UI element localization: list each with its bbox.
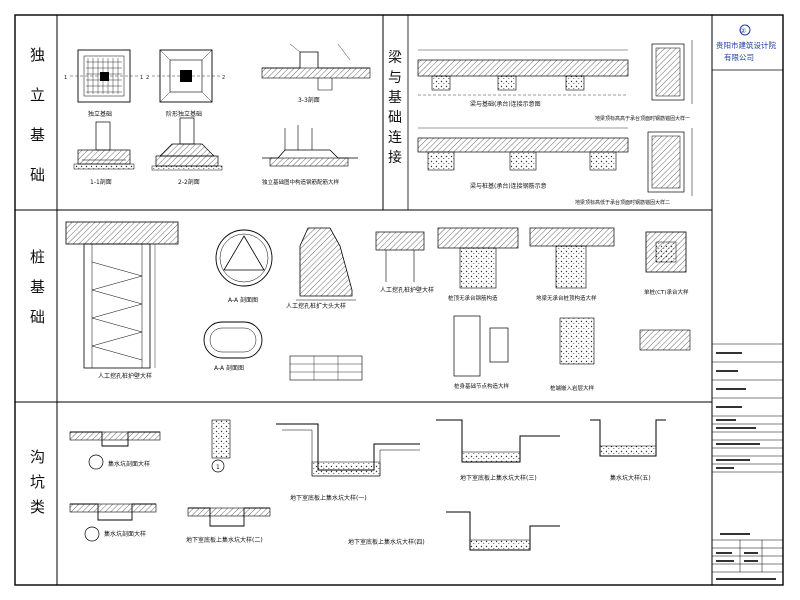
pit-detail-small [211, 419, 231, 473]
pit-detail-7 [446, 511, 560, 551]
section-char: 础 [388, 110, 402, 126]
svg-text:1: 1 [64, 75, 67, 81]
pile-section-a-a [215, 229, 273, 287]
beam-foundation-elevation-1 [417, 49, 629, 96]
pile-enlarged-base [296, 227, 356, 301]
caption: 人工挖孔桩护壁大样 [98, 372, 152, 380]
section-char: 坑 [30, 473, 45, 491]
pile-reinforcement-column-2 [529, 227, 615, 289]
caption: A-A 剖面图 [228, 296, 258, 304]
section-label-pit: 沟 坑 类 [30, 448, 45, 516]
pile-column-details [453, 315, 691, 377]
caption: 地下室底板上集水坑大样(三) [460, 474, 537, 482]
section-char: 连 [388, 130, 402, 146]
caption: 地梁顶标高低于承台顶面时钢筋锚固大样二 [575, 199, 670, 206]
pit-detail-6 [590, 419, 666, 457]
caption: 桩身基础节点构造大样 [454, 382, 510, 390]
section-1-1-detail [73, 121, 135, 170]
pit-detail-4 [276, 423, 420, 477]
svg-text:2: 2 [146, 75, 149, 81]
company-name-line2: 有限公司 [724, 52, 754, 62]
caption: 2-2剖面 [178, 178, 200, 186]
section-char: 与 [388, 70, 402, 86]
section-char: 立 [30, 86, 45, 104]
caption: 人工挖孔桩护壁大样 [380, 286, 434, 294]
section-char: 础 [30, 166, 45, 184]
caption: 地梁顶标高高于承台顶面时钢筋锚固大样一 [595, 115, 690, 122]
pile-reinforcement-column [437, 227, 519, 289]
isolated-footing-plan: 1 1 [64, 49, 143, 103]
svg-text:1: 1 [140, 75, 143, 81]
beam-anchor-detail-2 [647, 128, 693, 196]
single-pile-cap [645, 231, 687, 273]
caption: 单桩(CT)承台大样 [644, 288, 689, 296]
caption: 独立基础图中构造钢筋配筋大样 [262, 178, 340, 186]
company-name-line1: 贵阳市建筑设计院 [716, 40, 776, 50]
section-3-3-detail [261, 43, 371, 91]
pile-wall-detail [65, 221, 179, 369]
caption: 地下室底板上集水坑大样(一) [290, 494, 367, 502]
stepped-footing-plan: 2 2 [146, 49, 225, 103]
company-logo-icon [739, 24, 751, 36]
section-label-pile: 桩 基 础 [30, 248, 45, 326]
caption: 集水坑剖面大样 [104, 530, 146, 538]
caption: 集水坑剖面大样 [108, 460, 150, 468]
caption: 3-3剖面 [298, 96, 320, 104]
caption: A-A 剖面图 [214, 364, 244, 372]
pit-captions: 集水坑剖面大样 1 集水坑剖面大样 地下室底板上集水坑大样(一) 地下室底板上集… [104, 460, 651, 546]
section-label-beam: 梁 与 基 础 连 接 [388, 50, 402, 166]
reinforcement-detail [262, 125, 358, 167]
pit-detail-5 [436, 419, 560, 463]
caption: 桩端嵌入岩层大样 [550, 384, 595, 392]
caption: 桩顶无承台钢筋构造 [448, 294, 498, 302]
section-char: 沟 [30, 448, 45, 466]
section-char: 基 [30, 126, 45, 144]
title-block: ② 贵阳市建筑设计院 有限公司 [711, 14, 784, 586]
caption: 独立基础 [88, 110, 112, 118]
caption: 1 [216, 464, 220, 471]
pile-captions: 人工挖孔桩护壁大样 A-A 剖面图 人工挖孔桩扩大头大样 A-A 剖面图 人工挖… [98, 286, 689, 392]
isolated-captions: 独立基础 阶形独立基础 1-1剖面 2-2剖面 3-3剖面 独立基础图中构造钢筋… [88, 96, 340, 186]
caption: 地下室底板上集水坑大样(四) [348, 538, 425, 546]
pile-cap-section [375, 231, 425, 282]
caption: 1-1剖面 [90, 178, 112, 186]
section-char: 础 [30, 308, 45, 326]
caption: 地下室底板上集水坑大样(二) [186, 536, 263, 544]
pit-detail-3 [187, 507, 271, 527]
caption: 人工挖孔桩扩大头大样 [286, 302, 346, 310]
section-char: 基 [388, 89, 402, 106]
section-char: 接 [388, 149, 402, 166]
section-char: 独 [30, 46, 45, 64]
section-char: 桩 [30, 248, 45, 266]
caption: 集水坑大样(五) [610, 474, 651, 482]
pit-detail-1 [69, 431, 161, 470]
section-char: 基 [30, 278, 45, 296]
beam-captions: 梁与基础(承台)连接示意图 梁与桩基(承台)连接钢筋示意 地梁顶标高高于承台顶面… [470, 100, 690, 206]
section-char: 梁 [388, 50, 402, 66]
company-logo-glyph: ② [740, 27, 746, 35]
svg-text:2: 2 [222, 75, 225, 81]
caption: 梁与桩基(承台)连接钢筋示意 [470, 182, 547, 190]
section-char: 类 [30, 498, 45, 516]
section-2-2-detail [151, 117, 223, 171]
caption: 阶形独立基础 [166, 110, 202, 118]
pit-detail-2 [69, 503, 157, 542]
pile-oval-section [203, 321, 263, 359]
caption: 梁与基础(承台)连接示意图 [470, 100, 541, 108]
beam-anchor-detail-1 [651, 40, 693, 104]
caption: 地梁无承台桩顶构造大样 [536, 294, 597, 302]
beam-foundation-elevation-2 [417, 127, 629, 171]
pile-spec-table [289, 355, 363, 381]
section-label-isolated: 独 立 基 础 [30, 46, 45, 184]
